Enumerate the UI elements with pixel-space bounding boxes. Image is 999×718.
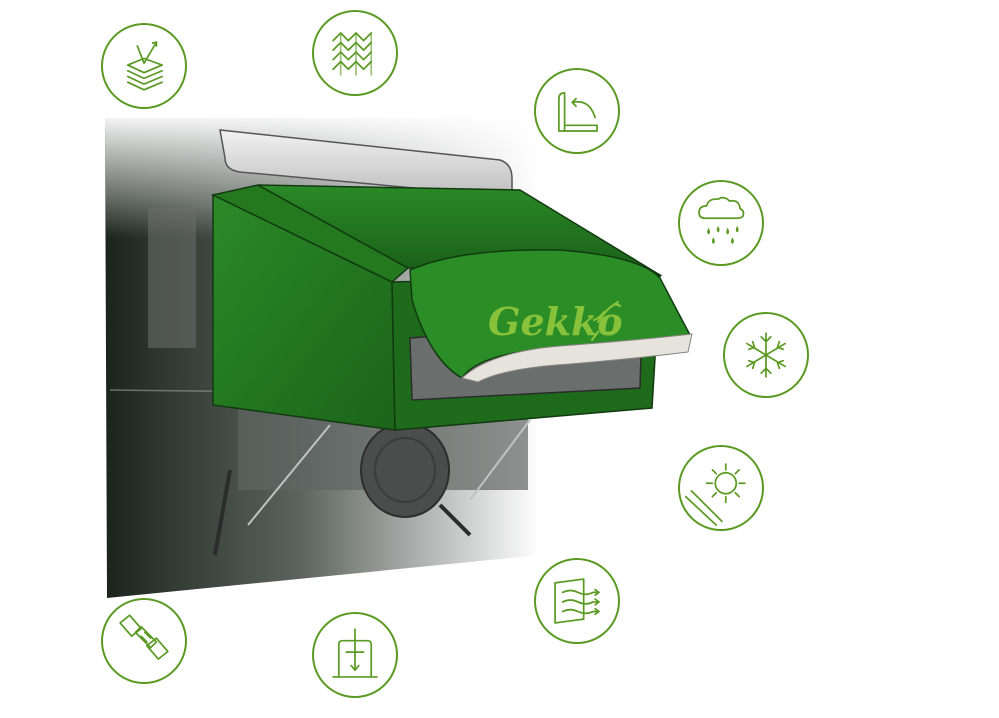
kitchen-cover: Gekko	[210, 184, 693, 431]
support-struts	[213, 419, 531, 556]
layered-material-icon	[101, 23, 187, 109]
brand-logo: Gekko	[488, 299, 623, 344]
sun-uv-icon	[678, 445, 764, 531]
gecko-logo-icon	[590, 300, 622, 342]
airflow-icon	[534, 558, 620, 644]
vertical-pull-icon	[312, 612, 398, 698]
woven-fabric-icon	[312, 10, 398, 96]
rain-cloud-icon	[678, 180, 764, 266]
fold-hinge-icon	[534, 68, 620, 154]
wheel	[360, 422, 450, 518]
snowflake-icon	[723, 312, 809, 398]
buckle-strap-icon	[101, 598, 187, 684]
